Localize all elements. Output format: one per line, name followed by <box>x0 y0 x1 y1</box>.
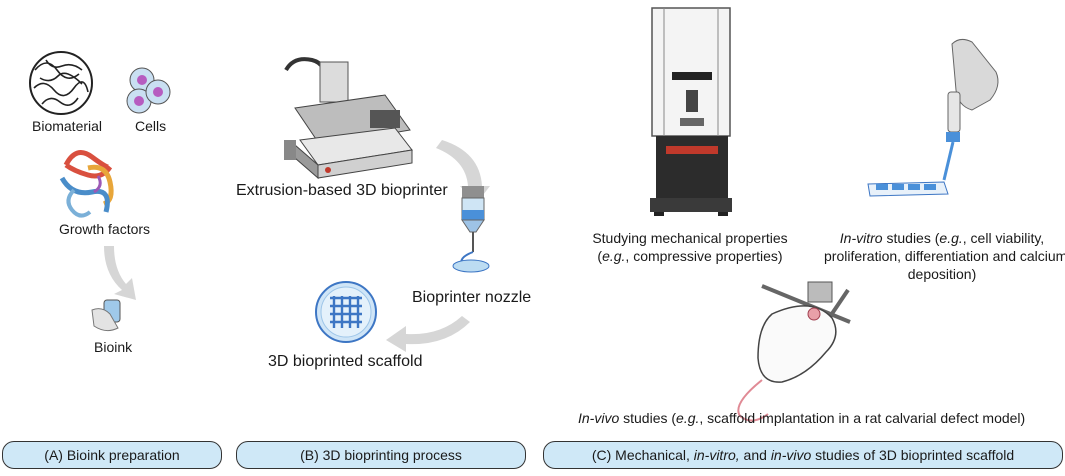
pipette-hand-icon <box>942 38 999 181</box>
biomaterial-label: Biomaterial <box>32 118 103 134</box>
growth-factor-protein-icon <box>59 150 114 218</box>
rat-stereotaxic-icon <box>737 281 851 422</box>
extrusion-bioprinter-icon <box>284 57 413 180</box>
invivo-eg: e.g. <box>676 410 700 426</box>
biomaterial-icon <box>29 51 93 115</box>
footer-c-end: studies of 3D bioprinted scaffold <box>811 447 1015 463</box>
invitro-caption-line3: deposition) <box>907 266 977 282</box>
bioink-tube-icon <box>91 299 121 332</box>
mechanical-testing-machine-icon <box>650 7 732 216</box>
scaffold-label: 3D bioprinted scaffold <box>268 353 423 370</box>
arrow-to-bioink <box>104 246 136 300</box>
panel-a-footer: (A) Bioink preparation <box>2 441 222 469</box>
invitro-word: In-vitro <box>839 230 883 246</box>
invitro-caption-line1: In-vitro studies (e.g., cell viability, <box>824 229 1060 247</box>
panel-b-footer: (B) 3D bioprinting process <box>236 441 526 469</box>
mechanical-caption-line2: (e.g., compressive properties) <box>585 247 795 265</box>
well-plate-icon <box>867 181 949 197</box>
bioprinter-label: Extrusion-based 3D bioprinter <box>236 182 448 199</box>
mech-eg: e.g. <box>602 248 626 264</box>
invitro-caption: In-vitro studies (e.g., cell viability, … <box>824 229 1065 283</box>
scaffold-dish-icon <box>315 281 377 343</box>
invivo-word: In-vivo <box>578 410 620 426</box>
mech-paren-open: ( <box>597 248 603 264</box>
footer-c-start: (C) Mechanical, <box>591 447 694 463</box>
arrow-nozzle-to-scaffold <box>386 316 470 352</box>
mechanical-caption: Studying mechanical properties (e.g., co… <box>585 229 795 265</box>
bioink-label: Bioink <box>94 339 133 355</box>
mech-rest: , compressive properties) <box>625 248 783 264</box>
invivo-mid: studies ( <box>619 410 677 426</box>
invivo-rest: , scaffold implantation in a rat calvari… <box>699 410 1026 426</box>
panel-c-footer: (C) Mechanical, in-vitro, and in-vivo st… <box>543 441 1063 469</box>
mechanical-caption-line1: Studying mechanical properties <box>592 230 788 246</box>
growth-factors-label: Growth factors <box>59 221 151 237</box>
invitro-rest: , cell viability, <box>962 230 1045 246</box>
footer-c-invitro: in-vitro, <box>693 447 740 463</box>
bioprinter-nozzle-icon <box>452 186 490 273</box>
nozzle-label: Bioprinter nozzle <box>412 289 532 306</box>
invivo-caption: In-vivo studies (e.g., scaffold implanta… <box>578 409 1025 427</box>
invitro-caption-line2: proliferation, differentiation and calci… <box>824 248 1065 264</box>
cells-label: Cells <box>135 118 167 134</box>
footer-c-and: and <box>739 447 771 463</box>
invitro-mid: studies ( <box>882 230 940 246</box>
invitro-eg: e.g. <box>939 230 963 246</box>
cells-icon <box>126 67 171 114</box>
footer-c-invivo: in-vivo <box>770 447 812 463</box>
